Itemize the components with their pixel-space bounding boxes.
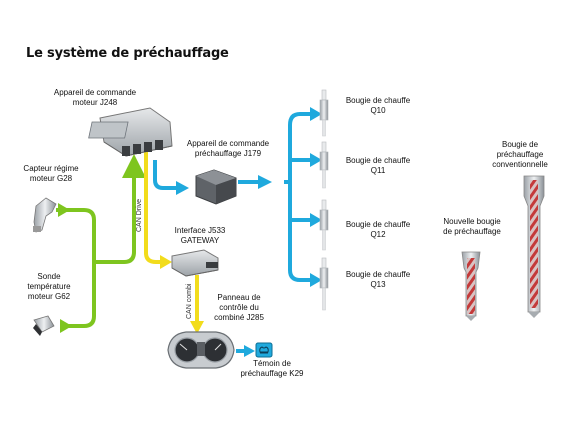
glow-plug-q13: [319, 257, 329, 311]
conventional-glow-plug-cutaway: [523, 175, 545, 318]
gateway-module: [171, 249, 219, 277]
engine-ecu-module: [88, 107, 173, 157]
can-lines: [144, 150, 199, 322]
glow-control-unit: [195, 169, 237, 205]
yellow-arrowheads: [160, 255, 204, 334]
rpm-sensor-line: [56, 208, 96, 328]
temp-sensor-part: [33, 315, 55, 336]
can-drive-line: [144, 150, 162, 264]
plug-bus-line: [284, 112, 312, 184]
can-combi-label: CAN combi: [186, 283, 193, 319]
glow-plug-q10: [319, 89, 329, 137]
green-arrowheads: [58, 158, 141, 333]
instrument-cluster: [167, 331, 235, 369]
sensor-trunk-line: [94, 154, 146, 264]
glow-plug-q11: [319, 141, 329, 189]
glow-plug-q12: [319, 199, 329, 251]
new-glow-plug-cutaway: [461, 251, 481, 321]
sensor-lines: [56, 154, 146, 328]
blue-arrowheads: [176, 107, 322, 357]
rpm-sensor-part: [33, 197, 57, 233]
ecu-to-glow-ecu-line: [153, 160, 178, 190]
glow-warning-lamp-icon: [255, 342, 273, 358]
page-title: Le système de préchauffage: [26, 46, 229, 61]
can-drive-label: CAN Drive: [136, 199, 143, 232]
